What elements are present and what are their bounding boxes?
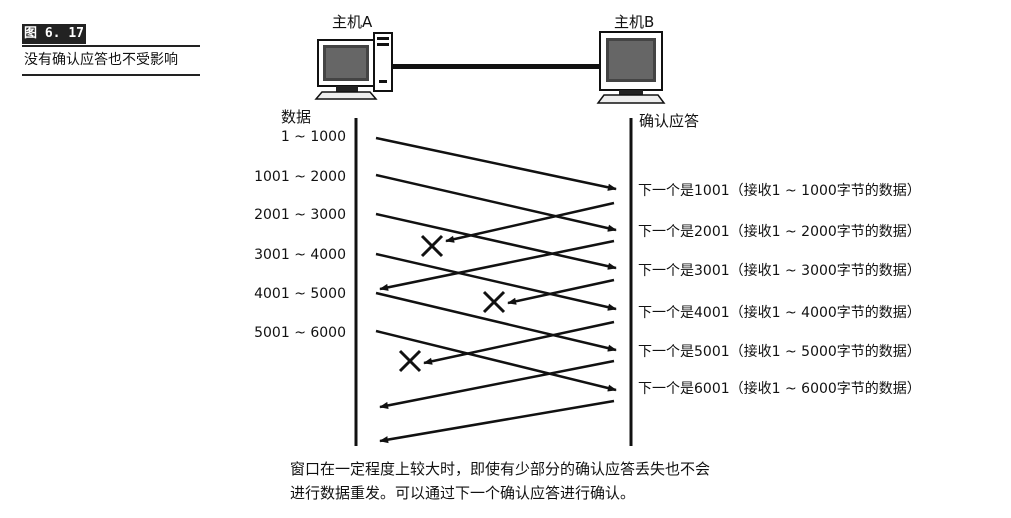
segment-label: 1001 ~ 2000 (254, 169, 346, 185)
segment-label: 5001 ~ 6000 (254, 325, 346, 341)
data-segment-arrow (375, 173, 617, 232)
note-line-2: 进行数据重发。可以通过下一个确认应答进行确认。 (290, 484, 636, 502)
segment-label: 2001 ~ 3000 (254, 207, 346, 223)
network-link (392, 64, 602, 69)
figure-caption: 没有确认应答也不受影响 (24, 52, 178, 68)
segment-label: 1 ~ 1000 (281, 129, 346, 145)
ack-label: 下一个是5001（接收1 ~ 5000字节的数据） (638, 343, 921, 360)
ack-label: 下一个是1001（接收1 ~ 1000字节的数据） (638, 182, 921, 199)
ack-arrow-lost (507, 278, 615, 305)
segment-label: 3001 ~ 4000 (254, 247, 346, 263)
lost-ack-x-icon (420, 234, 444, 258)
lost-ack-x-icon (398, 349, 422, 373)
data-segment-arrow (375, 329, 617, 392)
note-line-1: 窗口在一定程度上较大时，即使有少部分的确认应答丢失也不会 (290, 460, 711, 478)
data-segment-arrow (375, 212, 617, 270)
caption-rule-bottom (22, 74, 200, 76)
ack-arrow (379, 399, 615, 444)
ack-arrow-lost (445, 201, 615, 243)
host-b-label: 主机B (614, 13, 654, 31)
ack-arrow (379, 359, 615, 409)
sender-column-label: 数据 (281, 108, 311, 126)
caption-rule-top (22, 45, 200, 47)
ack-label: 下一个是3001（接收1 ~ 3000字节的数据） (638, 262, 921, 279)
host-b-computer-icon (596, 31, 666, 104)
ack-label: 下一个是4001（接收1 ~ 4000字节的数据） (638, 304, 921, 321)
ack-label: 下一个是2001（接收1 ~ 2000字节的数据） (638, 223, 921, 240)
lost-ack-x-icon (482, 290, 506, 314)
explanation-note: 窗口在一定程度上较大时，即使有少部分的确认应答丢失也不会 进行数据重发。可以通过… (290, 457, 710, 505)
ack-label: 下一个是6001（接收1 ~ 6000字节的数据） (638, 380, 921, 397)
data-segment-arrow (375, 136, 617, 191)
data-segment-arrow (375, 291, 617, 352)
host-a-computer-icon (314, 32, 393, 100)
segment-label: 4001 ~ 5000 (254, 286, 346, 302)
ack-arrow-lost (423, 320, 615, 365)
ack-arrow (379, 239, 615, 291)
host-a-label: 主机A (332, 13, 373, 31)
receiver-column-label: 确认应答 (639, 112, 699, 130)
data-segment-arrow (375, 252, 617, 311)
figure-number: 图 6. 17 (22, 24, 86, 44)
